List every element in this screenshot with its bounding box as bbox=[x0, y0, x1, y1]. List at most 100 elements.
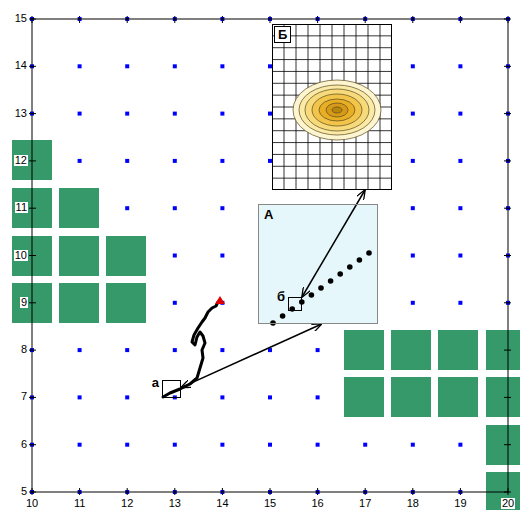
grid-point bbox=[125, 443, 129, 447]
grid-point bbox=[220, 254, 224, 258]
grid-point bbox=[458, 159, 462, 163]
region-label: б bbox=[277, 289, 285, 304]
axis-ticks bbox=[29, 16, 511, 495]
forest-block bbox=[344, 377, 384, 417]
axis-tick bbox=[504, 302, 511, 303]
axis-number: 18 bbox=[406, 498, 420, 509]
grid-point bbox=[173, 159, 177, 163]
forest-block bbox=[59, 283, 99, 323]
grid-point bbox=[220, 395, 224, 399]
contour bbox=[326, 103, 348, 117]
axis-number: 11 bbox=[73, 498, 86, 509]
contour bbox=[293, 80, 381, 140]
grid-point bbox=[78, 348, 82, 352]
axis-tick bbox=[127, 488, 128, 495]
grid-point bbox=[411, 301, 415, 305]
axis-tick bbox=[270, 488, 271, 495]
forest-block bbox=[106, 236, 146, 276]
grid-line bbox=[272, 178, 392, 179]
grid-line bbox=[272, 71, 392, 72]
end-marker bbox=[215, 296, 225, 304]
axis-tick bbox=[29, 492, 36, 493]
axis-number: 14 bbox=[14, 60, 28, 71]
grid-point bbox=[268, 443, 272, 447]
axis-number: 6 bbox=[20, 439, 28, 450]
contour bbox=[305, 89, 369, 131]
forest-block bbox=[438, 377, 478, 417]
grid-point bbox=[125, 112, 129, 116]
axis-tick bbox=[504, 350, 511, 351]
grid-point bbox=[411, 254, 415, 258]
grid-point bbox=[173, 443, 177, 447]
contour bbox=[319, 99, 355, 121]
axis-tick bbox=[29, 208, 36, 209]
track-points bbox=[270, 250, 372, 326]
axis-tick bbox=[29, 19, 36, 20]
axis-tick bbox=[270, 16, 271, 23]
grid-point bbox=[458, 301, 462, 305]
axis-tick bbox=[29, 350, 36, 351]
track-point bbox=[357, 257, 363, 263]
axis-tick bbox=[317, 16, 318, 23]
axis-tick bbox=[317, 488, 318, 495]
track-point bbox=[318, 285, 324, 291]
forest-block bbox=[391, 377, 431, 417]
grid-point bbox=[173, 301, 177, 305]
grid-point bbox=[316, 395, 320, 399]
grid-point bbox=[173, 254, 177, 258]
grid-point bbox=[173, 112, 177, 116]
axis-tick bbox=[174, 488, 175, 495]
grid-point bbox=[411, 443, 415, 447]
axis-tick bbox=[79, 16, 80, 23]
axis-number: 12 bbox=[120, 498, 134, 509]
inset-grid bbox=[272, 24, 392, 190]
axis-number: 12 bbox=[14, 155, 28, 166]
forest-block bbox=[486, 330, 520, 370]
grid-point bbox=[125, 159, 129, 163]
grid-point bbox=[220, 112, 224, 116]
axis-tick bbox=[174, 16, 175, 23]
axis-tick bbox=[127, 16, 128, 23]
track-point bbox=[328, 278, 334, 284]
axis-tick bbox=[504, 19, 511, 20]
forest-block bbox=[391, 330, 431, 370]
grid-point bbox=[125, 64, 129, 68]
axis-tick bbox=[460, 488, 461, 495]
grid-points bbox=[30, 17, 510, 494]
grid-point bbox=[78, 443, 82, 447]
axis-number: 10 bbox=[25, 498, 39, 509]
axis-number: 20 bbox=[501, 498, 515, 509]
inset-ground bbox=[272, 24, 392, 190]
axis-tick bbox=[365, 16, 366, 23]
axis-number: 15 bbox=[263, 498, 277, 509]
axis-number: 10 bbox=[14, 250, 28, 261]
axis-number: 16 bbox=[310, 498, 324, 509]
grid-point bbox=[220, 206, 224, 210]
grid-point bbox=[125, 395, 129, 399]
grid-point bbox=[458, 64, 462, 68]
track-point bbox=[309, 292, 315, 298]
axis-tick bbox=[504, 208, 511, 209]
axis-tick bbox=[412, 488, 413, 495]
axis-tick bbox=[504, 66, 511, 67]
contour bbox=[332, 107, 342, 113]
axis-tick bbox=[222, 16, 223, 23]
grid-point bbox=[411, 206, 415, 210]
contour bbox=[299, 85, 375, 135]
contour bbox=[312, 94, 362, 126]
axis-tick bbox=[29, 255, 36, 256]
grid-point bbox=[125, 348, 129, 352]
grid-line bbox=[272, 142, 392, 143]
grid-point bbox=[411, 112, 415, 116]
region-label: Б bbox=[274, 26, 291, 43]
region-label: А bbox=[262, 207, 275, 222]
axis-number: 9 bbox=[20, 297, 28, 308]
forest-block bbox=[438, 330, 478, 370]
grid-point bbox=[220, 64, 224, 68]
inset-region: Б bbox=[272, 24, 392, 190]
forest-block bbox=[59, 236, 99, 276]
axis-tick bbox=[504, 160, 511, 161]
axis-tick bbox=[79, 488, 80, 495]
axis-tick bbox=[365, 488, 366, 495]
